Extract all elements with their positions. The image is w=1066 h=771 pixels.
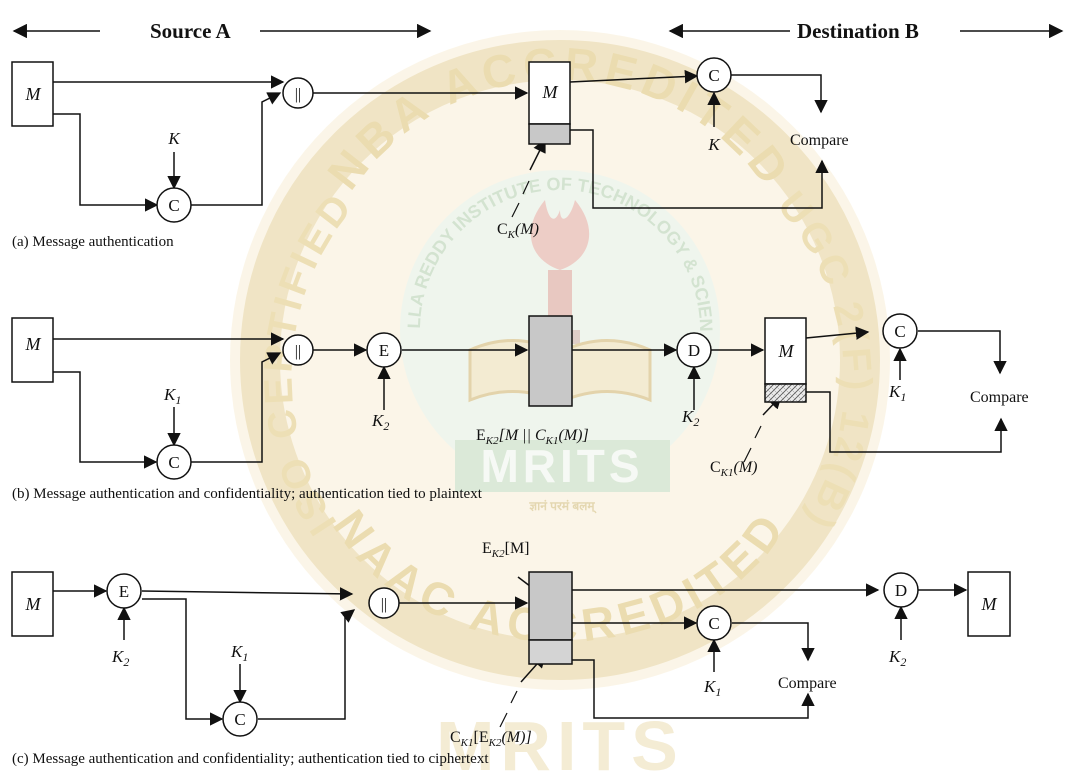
panel-b-dest-key1-label: K1	[888, 382, 906, 404]
panel-c-tag-label: CK1[EK2(M)]	[450, 729, 532, 749]
panel-b-key1-label: K1	[163, 385, 181, 407]
panel-b-tag-label: CK1(M)	[710, 459, 758, 479]
svg-text:D: D	[895, 581, 907, 600]
panel-c-mac-op: C	[222, 701, 258, 737]
panel-c-recovered-message-label: M	[981, 594, 998, 614]
panel-a-key-label: K	[167, 129, 181, 148]
panel-c-recovered-message-box	[967, 571, 1011, 637]
panel-c-encrypt-key2-label: K2	[111, 647, 129, 669]
svg-text:C: C	[168, 453, 179, 472]
panel-a-tag-block	[528, 123, 571, 145]
panel-b-tag-block	[764, 383, 807, 403]
panel-b-message-box	[11, 317, 54, 383]
svg-text:||: ||	[295, 343, 301, 360]
svg-text:||: ||	[295, 86, 301, 103]
svg-text:C: C	[894, 322, 905, 341]
watermark: NBA ACCREDITED MALLA REDDY INSTITUTE OF …	[0, 0, 890, 771]
panel-b-recovered-message-block	[764, 317, 807, 385]
panel-c-message-label: M	[25, 594, 42, 614]
svg-text:E: E	[119, 582, 129, 601]
panel-c-concat-op: ||	[368, 587, 400, 619]
svg-text:C: C	[708, 614, 719, 633]
panel-b-decrypt-op: D	[676, 332, 712, 368]
panel-a-tag-label: CK(M)	[497, 221, 539, 241]
panel-b-mac-op: C	[156, 444, 192, 480]
panel-b-compare-label: Compare	[970, 389, 1029, 406]
panel-c-decrypt-key2-label: K2	[888, 647, 906, 669]
panel-a-dest-mac-op: C	[696, 57, 732, 93]
panel-c-ciphertext-label: EK2[M]	[482, 540, 530, 560]
panel-b-recovered-message-label: M	[778, 341, 795, 361]
panel-b-concat-op: ||	[282, 334, 314, 366]
panel-a-concat-op: ||	[282, 77, 314, 109]
svg-text:C: C	[234, 710, 245, 729]
panel-c-message-box	[11, 571, 54, 637]
panel-b-ciphertext-block	[528, 315, 573, 407]
panel-a-block-message-label: M	[542, 82, 559, 102]
panel-c-ciphertext-block	[528, 571, 573, 641]
panel-c: E || C D C M M K2 K1 K1 K2 Compare EK2[M…	[11, 540, 1011, 767]
watermark-tagline: ज्ञानं परमं बलम्	[528, 499, 596, 514]
svg-text:C: C	[708, 66, 719, 85]
panel-c-dest-key1-label: K1	[703, 677, 721, 699]
panel-a-message-box	[11, 61, 54, 127]
panel-c-decrypt-op: D	[883, 572, 919, 608]
watermark-emblem-text: MRITS	[480, 440, 643, 492]
panel-b-message-label: M	[25, 334, 42, 354]
panel-a-message-label: M	[25, 84, 42, 104]
svg-text:E: E	[379, 341, 389, 360]
panel-c-dest-mac-op: C	[696, 605, 732, 641]
panel-c-compare-label: Compare	[778, 675, 837, 692]
panel-b: || C E D C M M K1 K2 K2 K1 Compare EK2[M…	[11, 313, 1029, 502]
destination-header-label: Destination B	[797, 19, 919, 43]
svg-text:D: D	[688, 341, 700, 360]
panel-b-ciphertext-label: EK2[M || CK1(M)]	[476, 427, 589, 447]
panel-c-tag-block	[528, 639, 573, 665]
panel-c-caption: (c) Message authentication and confident…	[12, 751, 489, 767]
svg-text:C: C	[168, 196, 179, 215]
panel-c-key1-label: K1	[230, 642, 248, 664]
source-header-label: Source A	[150, 19, 232, 43]
panel-b-encrypt-op: E	[366, 332, 402, 368]
panel-b-dest-mac-op: C	[882, 313, 918, 349]
panel-a: || C C M M K K Compare CK(M) (a) Message…	[11, 57, 849, 250]
panel-c-encrypt-op: E	[106, 573, 142, 609]
panel-a-dest-key-label: K	[707, 135, 721, 154]
panel-b-decrypt-key2-label: K2	[681, 407, 699, 429]
panel-b-caption: (b) Message authentication and confident…	[12, 486, 483, 502]
svg-text:||: ||	[381, 596, 387, 613]
panel-a-caption: (a) Message authentication	[12, 234, 174, 250]
panel-a-compare-label: Compare	[790, 132, 849, 149]
watermark-banner	[455, 440, 670, 492]
panel-a-mac-op: C	[156, 187, 192, 223]
panel-b-encrypt-key2-label: K2	[371, 411, 389, 433]
